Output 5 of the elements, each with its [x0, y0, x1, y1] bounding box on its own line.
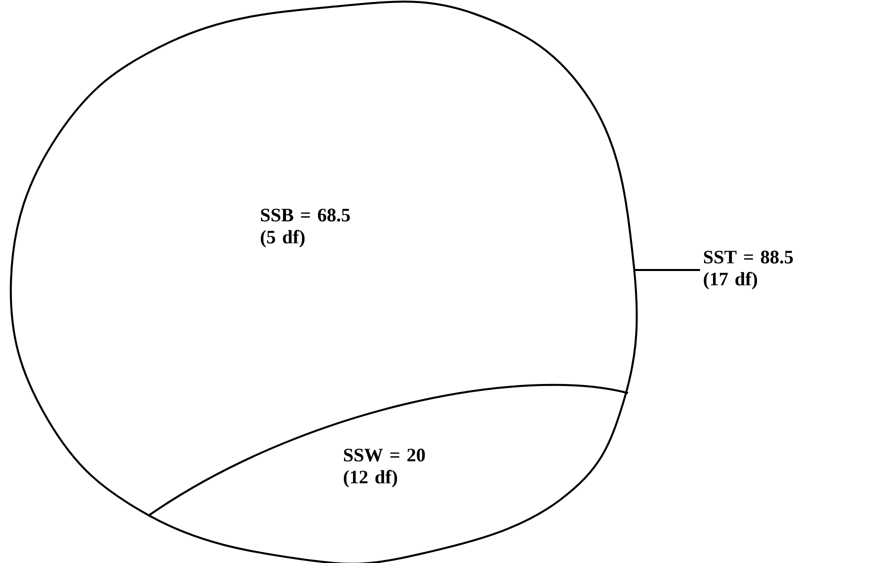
total-label: SST = 88.5 (17 df) [704, 250, 793, 290]
region-label: SSB = 68.5 (5 df) [260, 208, 350, 248]
region-divider: SSW = 20 (12 df) [147, 384, 628, 517]
leader-line [634, 269, 700, 271]
circle-outline [10, 0, 638, 563]
